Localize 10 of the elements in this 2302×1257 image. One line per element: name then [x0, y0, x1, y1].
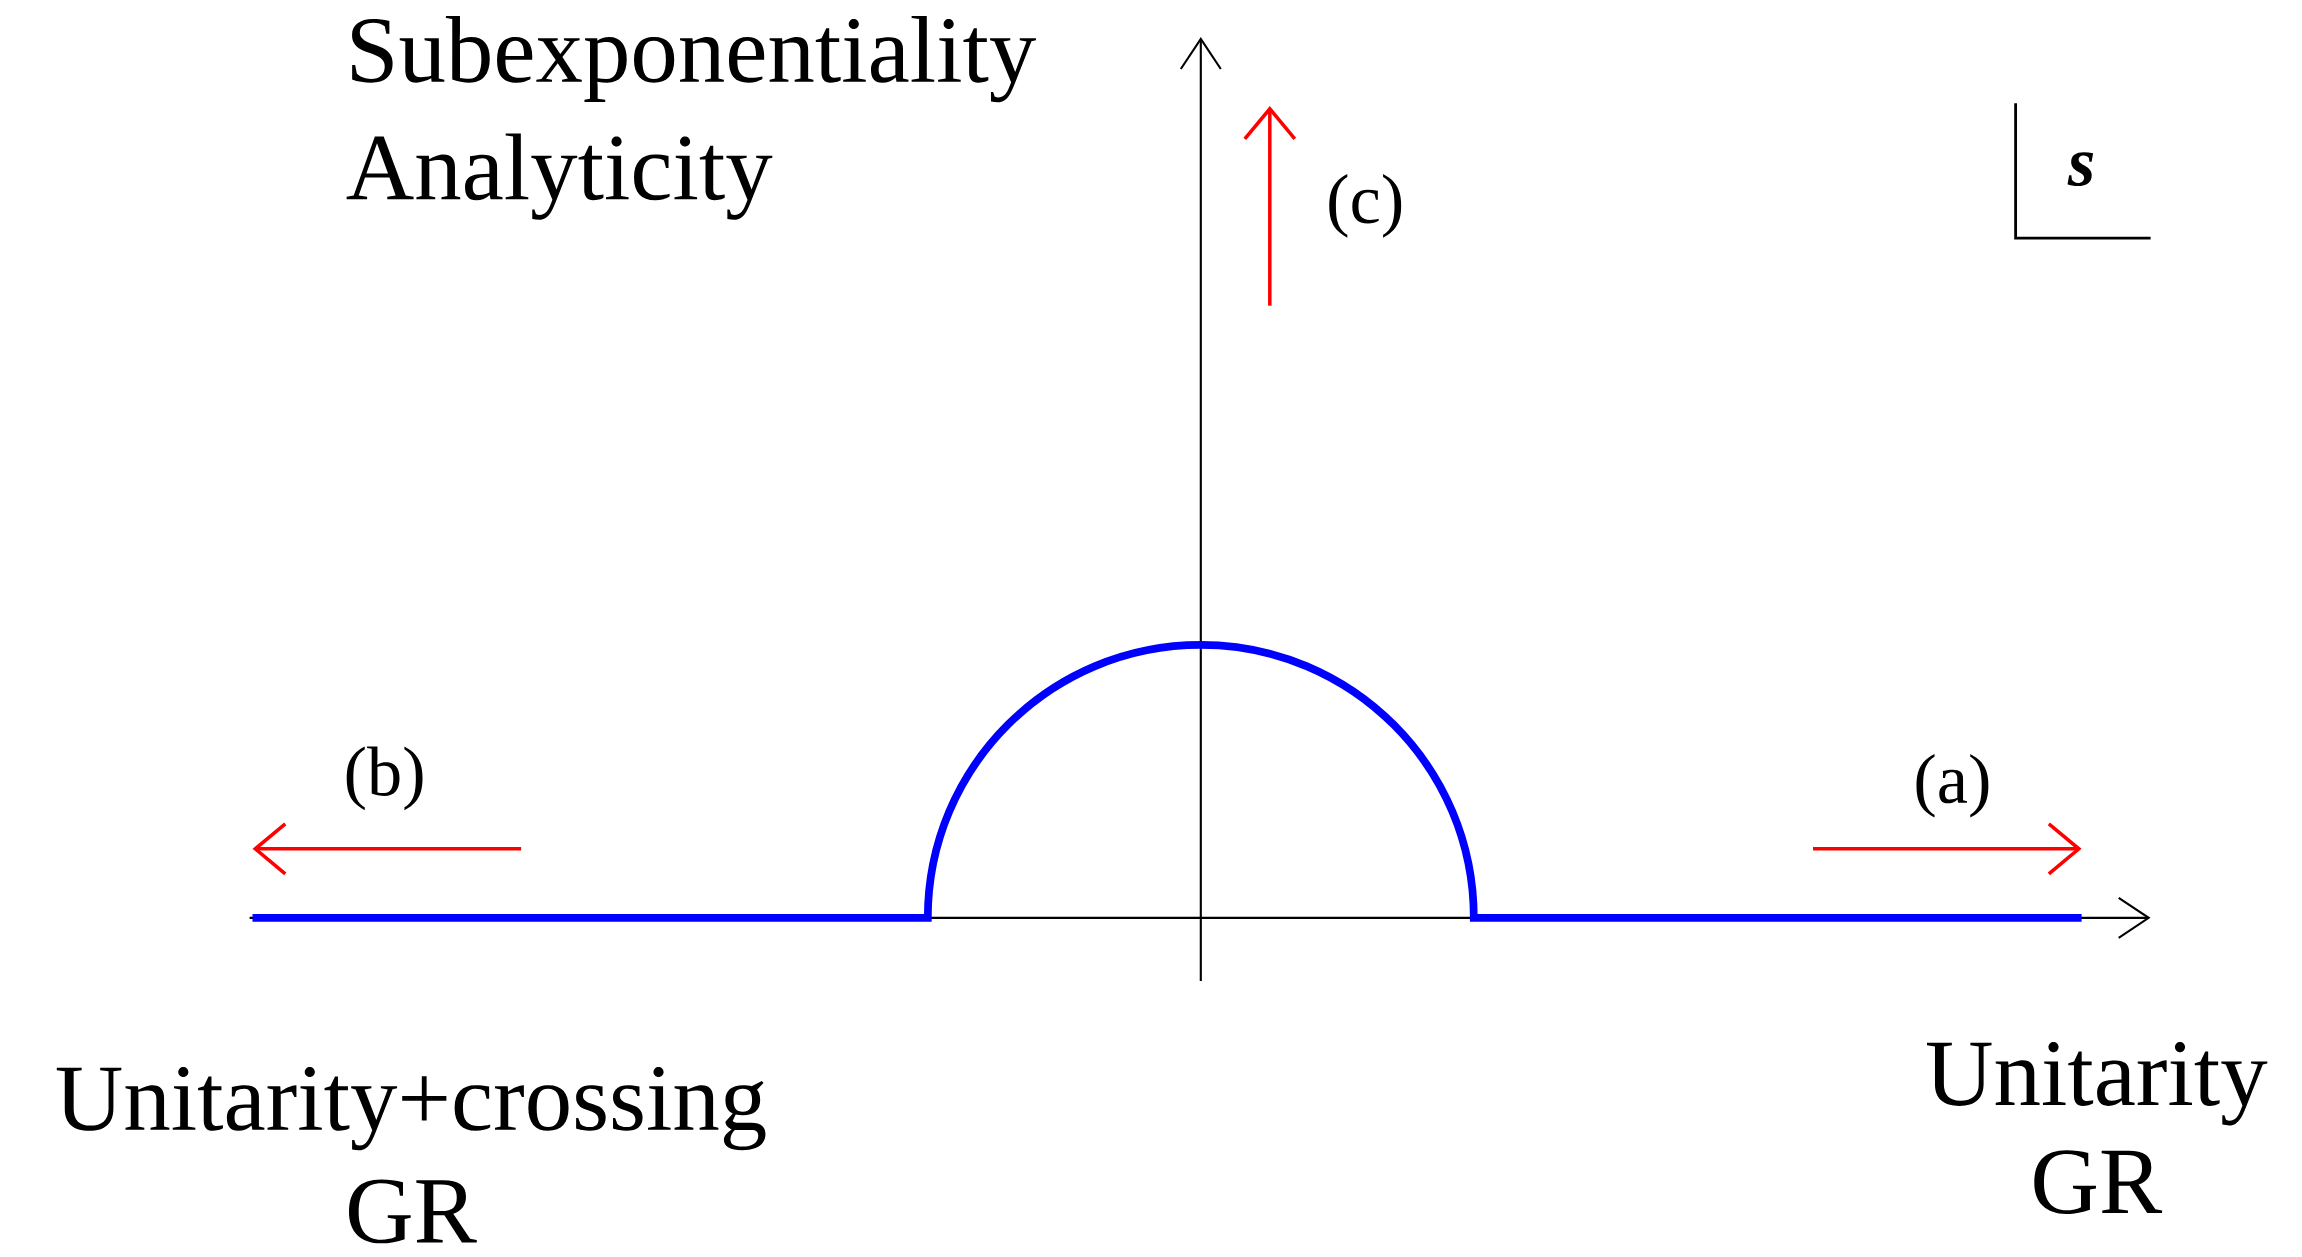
arrow-label: (c)	[1329, 174, 1402, 238]
region-label: GR	[349, 1179, 477, 1244]
region-label: Analyticity	[346, 133, 773, 220]
region-label: Unitarity+crossing	[56, 1067, 766, 1151]
arrow-label: (b)	[346, 746, 423, 811]
region-label: Subexponentiality	[352, 15, 1036, 103]
variable-label: s	[2067, 152, 2094, 187]
region-label: Unitarity	[1927, 1042, 2268, 1126]
region-label: GR	[2034, 1150, 2163, 1214]
arrow-label: (a)	[1916, 753, 1989, 818]
